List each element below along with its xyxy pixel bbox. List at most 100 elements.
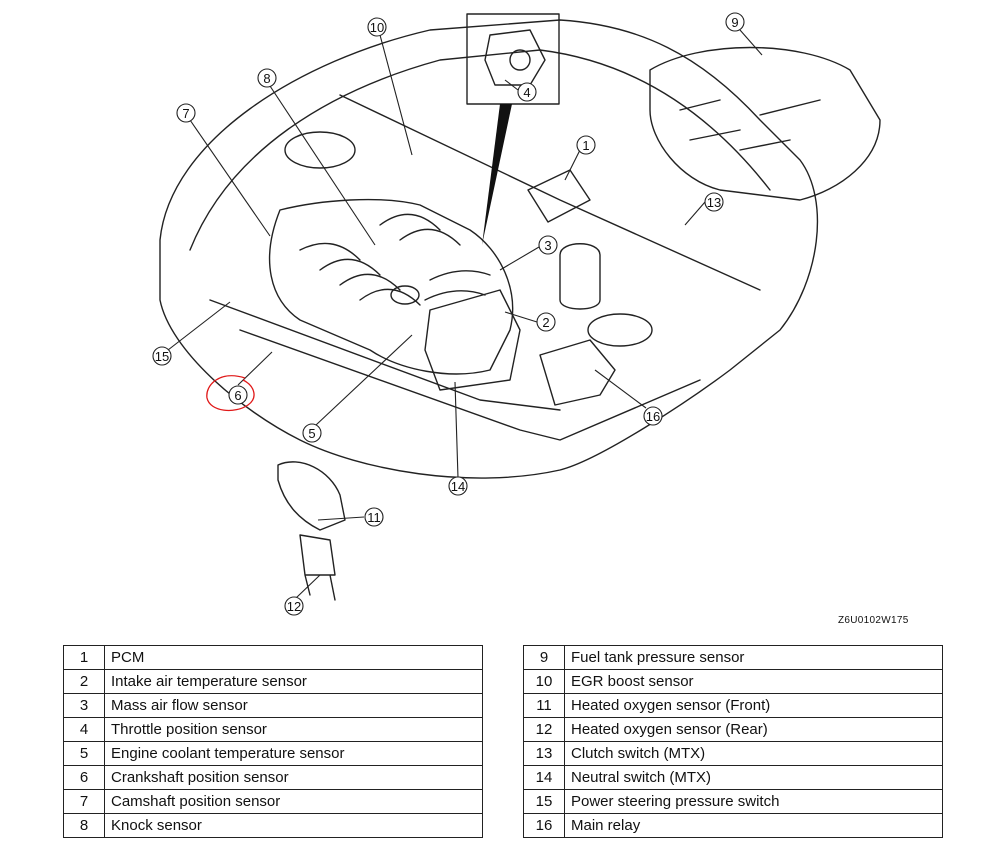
legend-label: Mass air flow sensor <box>104 693 483 718</box>
leader-15 <box>167 301 231 351</box>
callout-number-8: 8 <box>263 71 270 86</box>
leader-9 <box>739 29 763 56</box>
callout-number-13: 13 <box>707 195 721 210</box>
callout-circle-12 <box>284 596 304 616</box>
leader-14 <box>454 381 459 479</box>
legend-number: 13 <box>523 741 565 766</box>
callout-circle-13 <box>704 192 724 212</box>
legend-number: 2 <box>63 669 105 694</box>
fuel-tank-ribs <box>679 99 821 151</box>
drawing-code: Z6U0102W175 <box>838 615 909 626</box>
legend-label: Throttle position sensor <box>104 717 483 742</box>
pcm-body <box>527 169 591 223</box>
callout-circle-4 <box>517 82 537 102</box>
throttle-bore <box>509 49 531 71</box>
fuel-tank-area <box>649 46 881 201</box>
callout-number-4: 4 <box>523 85 530 100</box>
leader-7 <box>189 119 271 237</box>
callout-number-16: 16 <box>646 409 660 424</box>
leader-8 <box>269 85 376 246</box>
cowl-line <box>339 94 761 291</box>
legend-label: Knock sensor <box>104 813 483 838</box>
callout-circle-14 <box>448 476 468 496</box>
callout-circle-8 <box>257 68 277 88</box>
legend-number: 4 <box>63 717 105 742</box>
legend-label: Power steering pressure switch <box>564 789 943 814</box>
inner-panel <box>239 329 701 441</box>
callout-number-1: 1 <box>582 138 589 153</box>
fender-line <box>189 49 771 251</box>
bay-outline <box>159 19 819 479</box>
callout-number-7: 7 <box>182 106 189 121</box>
legend-label: Fuel tank pressure sensor <box>564 645 943 670</box>
leader-11 <box>317 516 365 521</box>
leader-3 <box>499 246 540 271</box>
intake-runners <box>299 213 461 306</box>
callout-number-15: 15 <box>155 349 169 364</box>
inset-pointer <box>482 104 512 245</box>
throttle-body <box>484 29 546 86</box>
radiator-line <box>209 299 561 411</box>
legend-label: Neutral switch (MTX) <box>564 765 943 790</box>
callout-circle-6 <box>228 385 248 405</box>
legend-number: 1 <box>63 645 105 670</box>
leader-13 <box>684 201 706 226</box>
throttle-inset-frame <box>466 13 560 105</box>
oil-cap <box>390 285 420 305</box>
callout-circle-10 <box>367 17 387 37</box>
callout-number-3: 3 <box>544 238 551 253</box>
legend-number: 11 <box>523 693 565 718</box>
legend-label: Heated oxygen sensor (Front) <box>564 693 943 718</box>
engine-block <box>268 198 514 375</box>
main-relay-box <box>539 339 616 406</box>
callout-number-9: 9 <box>731 15 738 30</box>
callout-circle-7 <box>176 103 196 123</box>
legend-label: PCM <box>104 645 483 670</box>
callout-number-6: 6 <box>234 388 241 403</box>
callout-number-5: 5 <box>308 426 315 441</box>
air-duct <box>424 270 491 301</box>
callout-number-11: 11 <box>367 510 381 525</box>
legend-number: 5 <box>63 741 105 766</box>
leader-1 <box>564 149 581 181</box>
legend-number: 15 <box>523 789 565 814</box>
callout-circle-2 <box>536 312 556 332</box>
exhaust-pipe <box>299 534 336 601</box>
legend-number: 16 <box>523 813 565 838</box>
callout-circle-11 <box>364 507 384 527</box>
legend-number: 3 <box>63 693 105 718</box>
callout-circle-15 <box>152 346 172 366</box>
callout-circle-3 <box>538 235 558 255</box>
legend-label: Clutch switch (MTX) <box>564 741 943 766</box>
air-cleaner <box>424 289 521 391</box>
strut-tower-left <box>284 131 356 169</box>
strut-tower-right <box>587 313 653 347</box>
legend-number: 9 <box>523 645 565 670</box>
leader-10 <box>379 34 413 156</box>
callout-number-2: 2 <box>542 315 549 330</box>
legend-number: 8 <box>63 813 105 838</box>
callout-circle-16 <box>643 406 663 426</box>
legend-number: 7 <box>63 789 105 814</box>
callout-number-10: 10 <box>370 20 384 35</box>
leader-2 <box>504 311 538 323</box>
legend-label: Crankshaft position sensor <box>104 765 483 790</box>
legend-number: 10 <box>523 669 565 694</box>
legend-label: Intake air temperature sensor <box>104 669 483 694</box>
